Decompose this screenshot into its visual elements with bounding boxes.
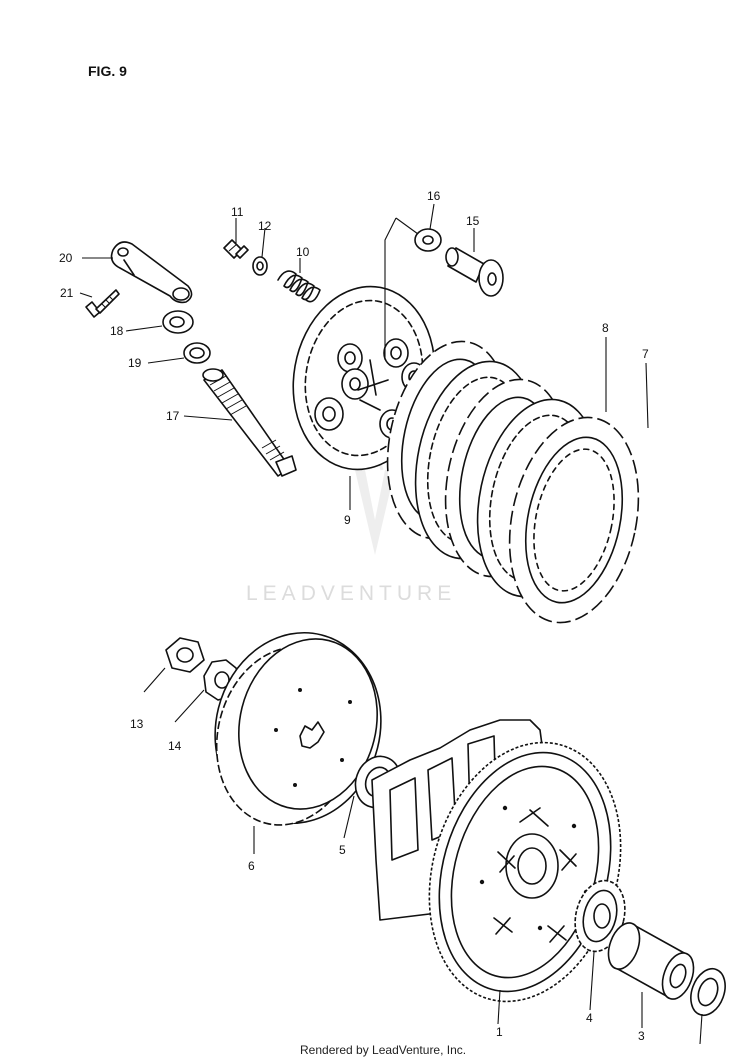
watermark-text: LEADVENTURE — [246, 582, 456, 605]
part-16-washer — [414, 228, 442, 252]
part-10-spring — [277, 270, 321, 303]
part-1-clutch-housing — [371, 719, 622, 1003]
label-part-3: 3 — [638, 1029, 645, 1043]
part-18-washer — [162, 310, 194, 334]
label-part-12: 12 — [258, 219, 272, 233]
label-part-16: 16 — [427, 189, 441, 203]
label-part-7: 7 — [642, 347, 649, 361]
label-part-10: 10 — [296, 245, 310, 259]
part-7-friction-plate — [508, 416, 640, 624]
label-part-21: 21 — [60, 286, 74, 300]
part-13-nut — [165, 637, 205, 673]
label-part-11: 11 — [231, 205, 244, 219]
part-4-drive-gear — [574, 879, 626, 953]
clutch-plate-stack — [386, 340, 640, 624]
leader-lines — [79, 203, 703, 1045]
part-21-bolt — [85, 289, 120, 318]
label-part-4: 4 — [586, 1011, 593, 1025]
part-11-screw — [223, 239, 249, 259]
part-15-pin — [445, 247, 504, 297]
bottom-right-washer — [690, 967, 726, 1017]
part-6-clutch-hub — [214, 631, 382, 826]
part-labels: 20 21 18 19 17 11 12 10 16 15 9 8 7 13 1… — [59, 189, 649, 1043]
part-3-spacer — [607, 922, 695, 1000]
label-part-9: 9 — [344, 513, 351, 527]
label-part-17: 17 — [166, 409, 180, 423]
label-part-18: 18 — [110, 324, 124, 338]
part-20-release-arm — [110, 241, 193, 304]
label-part-14: 14 — [168, 739, 182, 753]
part-17-release-rod — [202, 368, 297, 477]
footer-credit: Rendered by LeadVenture, Inc. — [300, 1043, 466, 1057]
label-part-1: 1 — [496, 1025, 503, 1039]
part-19-seal — [183, 342, 211, 364]
label-part-13: 13 — [130, 717, 144, 731]
label-part-20: 20 — [59, 251, 73, 265]
label-part-6: 6 — [248, 859, 255, 873]
part-12-washer — [252, 256, 268, 276]
label-part-19: 19 — [128, 356, 142, 370]
label-part-15: 15 — [466, 214, 480, 228]
label-part-8: 8 — [602, 321, 609, 335]
label-part-5: 5 — [339, 843, 346, 857]
figure-label: FIG. 9 — [88, 63, 127, 79]
